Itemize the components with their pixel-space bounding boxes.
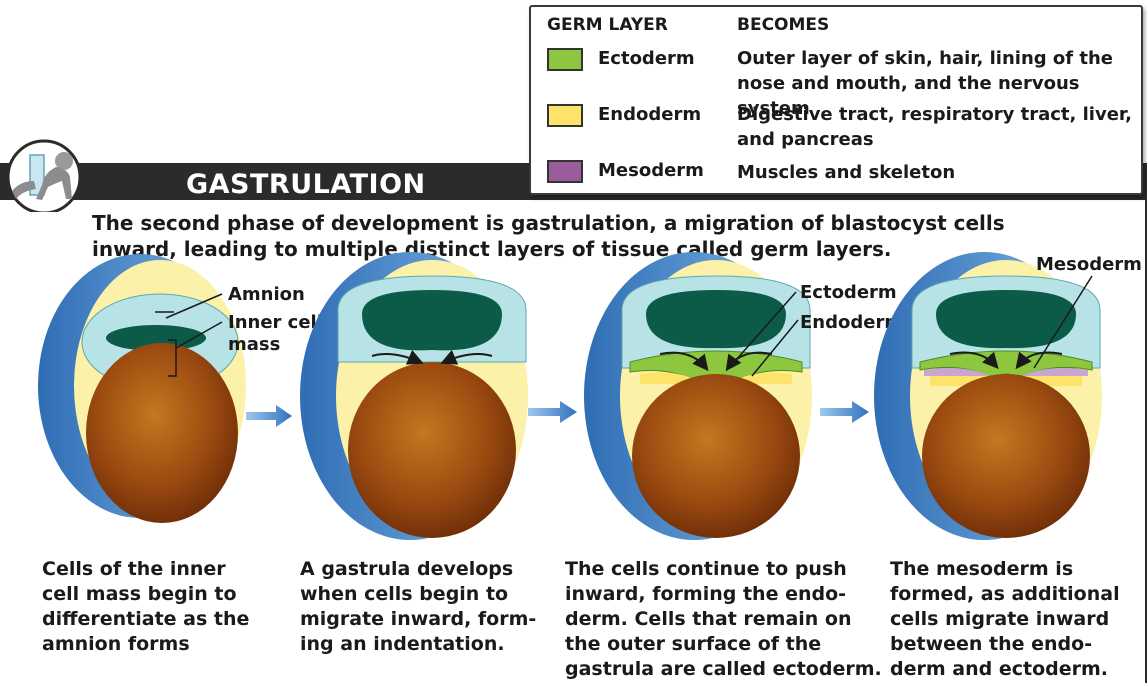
legend-header-becomes: BECOMES — [737, 15, 830, 35]
amnion-label: Amnion — [228, 284, 305, 305]
stage-1-embryo — [38, 254, 246, 523]
caption-stage-2: A gastrula develops when cells begin to … — [300, 557, 536, 657]
stage-4-embryo — [874, 252, 1102, 540]
caption-line: A gastrula develops — [300, 558, 514, 580]
inner-cell-mass-leader-line — [175, 321, 223, 349]
mesoderm-label: Mesoderm — [1036, 254, 1142, 275]
caption-line: migrate inward, form- — [300, 608, 537, 630]
caption-line: The cells continue to push — [565, 558, 847, 580]
caption-line: differentiate as the — [42, 608, 250, 630]
caption-line: when cells begin to — [300, 583, 509, 605]
caption-stage-3: The cells continue to push inward, formi… — [565, 557, 882, 682]
caption-line: between the endo- — [890, 633, 1093, 655]
legend-ectoderm-desc: Outer layer of skin, hair, lining of the… — [737, 48, 1114, 119]
legend-endoderm-desc: Digestive tract, respiratory tract, live… — [737, 104, 1132, 150]
legend-endoderm-name: Endoderm — [598, 104, 702, 125]
caption-stage-1: Cells of the inner cell mass begin to di… — [42, 557, 249, 657]
banner-title: GASTRULATION — [186, 169, 426, 200]
ectoderm-label: Ectoderm — [800, 282, 897, 303]
caption-line: The mesoderm is — [890, 558, 1074, 580]
ectoderm-leader-line — [735, 291, 797, 361]
caption-line: Cells of the inner — [42, 558, 226, 580]
stage-2-embryo — [300, 252, 528, 540]
mesoderm-leader-line — [1033, 275, 1093, 369]
crawling-baby-icon — [6, 139, 82, 212]
inner-cell-mass-label-line1: Inner cell — [228, 312, 323, 333]
arrow-right-icon — [246, 405, 292, 427]
caption-line: ing an indentation. — [300, 633, 505, 655]
endoderm-leader-line — [751, 319, 799, 377]
germ-layer-legend: GERM LAYER BECOMES Ectoderm Outer layer … — [529, 5, 1143, 195]
caption-line: amnion forms — [42, 633, 190, 655]
caption-line: inward, forming the endo- — [565, 583, 847, 605]
caption-line: derm and ectoderm. — [890, 658, 1108, 680]
caption-line: cells migrate inward — [890, 608, 1110, 630]
mesoderm-swatch — [547, 160, 583, 183]
endoderm-swatch — [547, 104, 583, 127]
legend-ectoderm-name: Ectoderm — [598, 48, 695, 69]
legend-header-germ-layer: GERM LAYER — [547, 15, 668, 35]
caption-line: the outer surface of the — [565, 633, 822, 655]
caption-line: cell mass begin to — [42, 583, 237, 605]
inner-cell-mass-label-line2: mass — [228, 334, 280, 355]
ectoderm-swatch — [547, 48, 583, 71]
caption-line: gastrula are called ectoderm. — [565, 658, 882, 680]
gastrulation-diagram: Amnion Inner cell mass — [38, 252, 1142, 540]
arrow-right-icon — [528, 401, 577, 423]
amnion-leader-line — [165, 293, 223, 319]
caption-stage-4: The mesoderm is formed, as additional ce… — [890, 557, 1120, 682]
caption-line: derm. Cells that remain on — [565, 608, 852, 630]
intro-text: The second phase of development is gastr… — [92, 211, 1005, 261]
endoderm-label: Endoderm — [800, 312, 903, 333]
caption-line: formed, as additional — [890, 583, 1120, 605]
stage-3-embryo — [584, 252, 812, 540]
legend-mesoderm-name: Mesoderm — [598, 160, 704, 181]
arrow-right-icon — [820, 401, 869, 423]
legend-mesoderm-desc: Muscles and skeleton — [737, 162, 956, 183]
